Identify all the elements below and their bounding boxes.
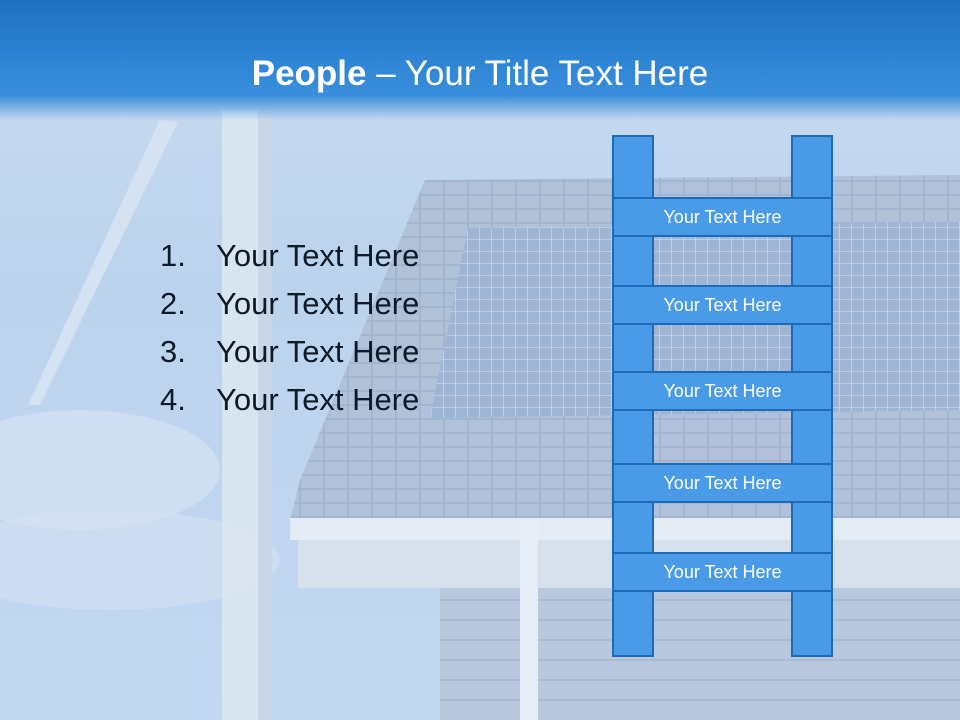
- ladder-rung-2: Your Text Here: [612, 285, 833, 325]
- list-number: 1.: [160, 238, 186, 273]
- ladder-rung-4: Your Text Here: [612, 463, 833, 503]
- list-item: 1. Your Text Here: [160, 232, 419, 280]
- list-text: Your Text Here: [216, 238, 420, 273]
- list-item: 4. Your Text Here: [160, 376, 419, 424]
- title-bar: People – Your Title Text Here: [0, 0, 960, 120]
- list-number: 2.: [160, 286, 186, 321]
- list-item: 3. Your Text Here: [160, 328, 419, 376]
- list-text: Your Text Here: [216, 334, 420, 369]
- ladder-rung-3: Your Text Here: [612, 371, 833, 411]
- title-rest: – Your Title Text Here: [366, 54, 709, 93]
- list-text: Your Text Here: [216, 286, 420, 321]
- slide-title: People – Your Title Text Here: [0, 52, 960, 96]
- ladder-rung-1: Your Text Here: [612, 197, 833, 237]
- ladder-rung-5: Your Text Here: [612, 552, 833, 592]
- list-number: 3.: [160, 334, 186, 369]
- numbered-list: 1. Your Text Here 2. Your Text Here 3. Your…: [160, 232, 419, 424]
- list-item: 2. Your Text Here: [160, 280, 419, 328]
- title-bold: People: [251, 54, 367, 93]
- list-number: 4.: [160, 382, 186, 417]
- list-text: Your Text Here: [216, 382, 420, 417]
